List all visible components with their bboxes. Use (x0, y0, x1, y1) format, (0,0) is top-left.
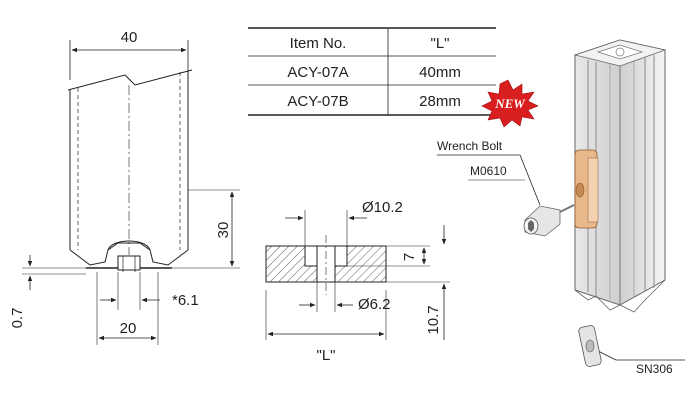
callout-lines (437, 154, 685, 361)
sliding-nut-illustration (578, 325, 602, 367)
dim-height-inner: 7 (401, 253, 418, 261)
profile-extrusion-illustration (573, 39, 667, 313)
dim-height: 30 (215, 222, 232, 239)
nut-code-label: SN306 (636, 362, 673, 376)
wrench-bolt-illustration (523, 204, 575, 237)
dim-slot-width: 20 (120, 320, 137, 337)
dim-offset: 0.7 (9, 308, 26, 329)
dim-width-top: 40 (121, 29, 138, 46)
dim-bore-bottom: Ø6.2 (358, 296, 391, 313)
dim-length: "L" (317, 347, 336, 364)
table-cell-item: ACY-07B (287, 93, 348, 110)
table-cell-item: ACY-07A (287, 64, 348, 81)
new-badge: NEW (481, 79, 539, 128)
dim-height-total: 10.7 (425, 305, 442, 334)
dim-bore-top: Ø10.2 (362, 199, 403, 216)
table-cell-length: 40mm (419, 64, 461, 81)
bolt-code-label: M0610 (470, 164, 507, 178)
table-header-length: "L" (431, 35, 450, 52)
new-badge-text: NEW (494, 96, 526, 111)
section-view (265, 210, 450, 340)
table-header-item: Item No. (290, 35, 347, 52)
wrench-bolt-label: Wrench Bolt (437, 139, 503, 153)
dim-slot-opening: *6.1 (172, 292, 199, 309)
spec-table (248, 27, 496, 116)
table-cell-length: 28mm (419, 93, 461, 110)
profile-end-view (22, 40, 240, 345)
